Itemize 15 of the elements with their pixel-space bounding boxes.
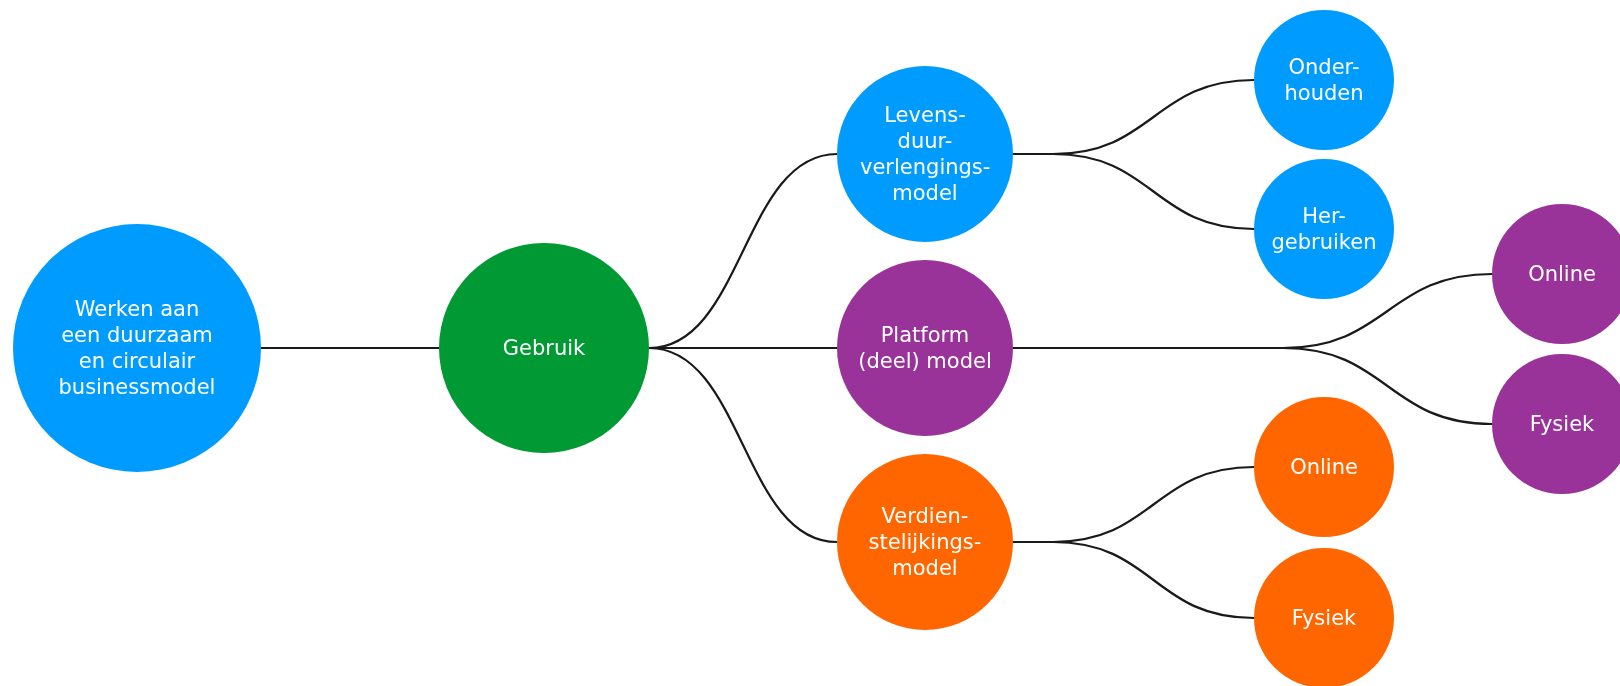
node-label: Gebruik (501, 334, 587, 362)
node-label: Online (1289, 453, 1359, 481)
node-label: Onder- houden (1283, 53, 1365, 107)
node-label: Fysiek (1290, 604, 1358, 632)
connector-line (647, 346, 838, 544)
node-label: Verdien- stelijkings- model (867, 502, 983, 582)
node-label: Online (1527, 260, 1597, 288)
connector-line (259, 346, 439, 350)
node-label: Levens- duur- verlengings- model (860, 101, 990, 207)
node-label: Fysiek (1528, 410, 1596, 438)
node-label: Werken aan een duurzaam en circulair businessmodel (57, 295, 217, 401)
connector-line (1013, 540, 1255, 620)
node-label: Her- gebruiken (1270, 202, 1378, 256)
node-label: Platform (deel) model (857, 321, 993, 375)
connector-line (1013, 152, 1255, 231)
